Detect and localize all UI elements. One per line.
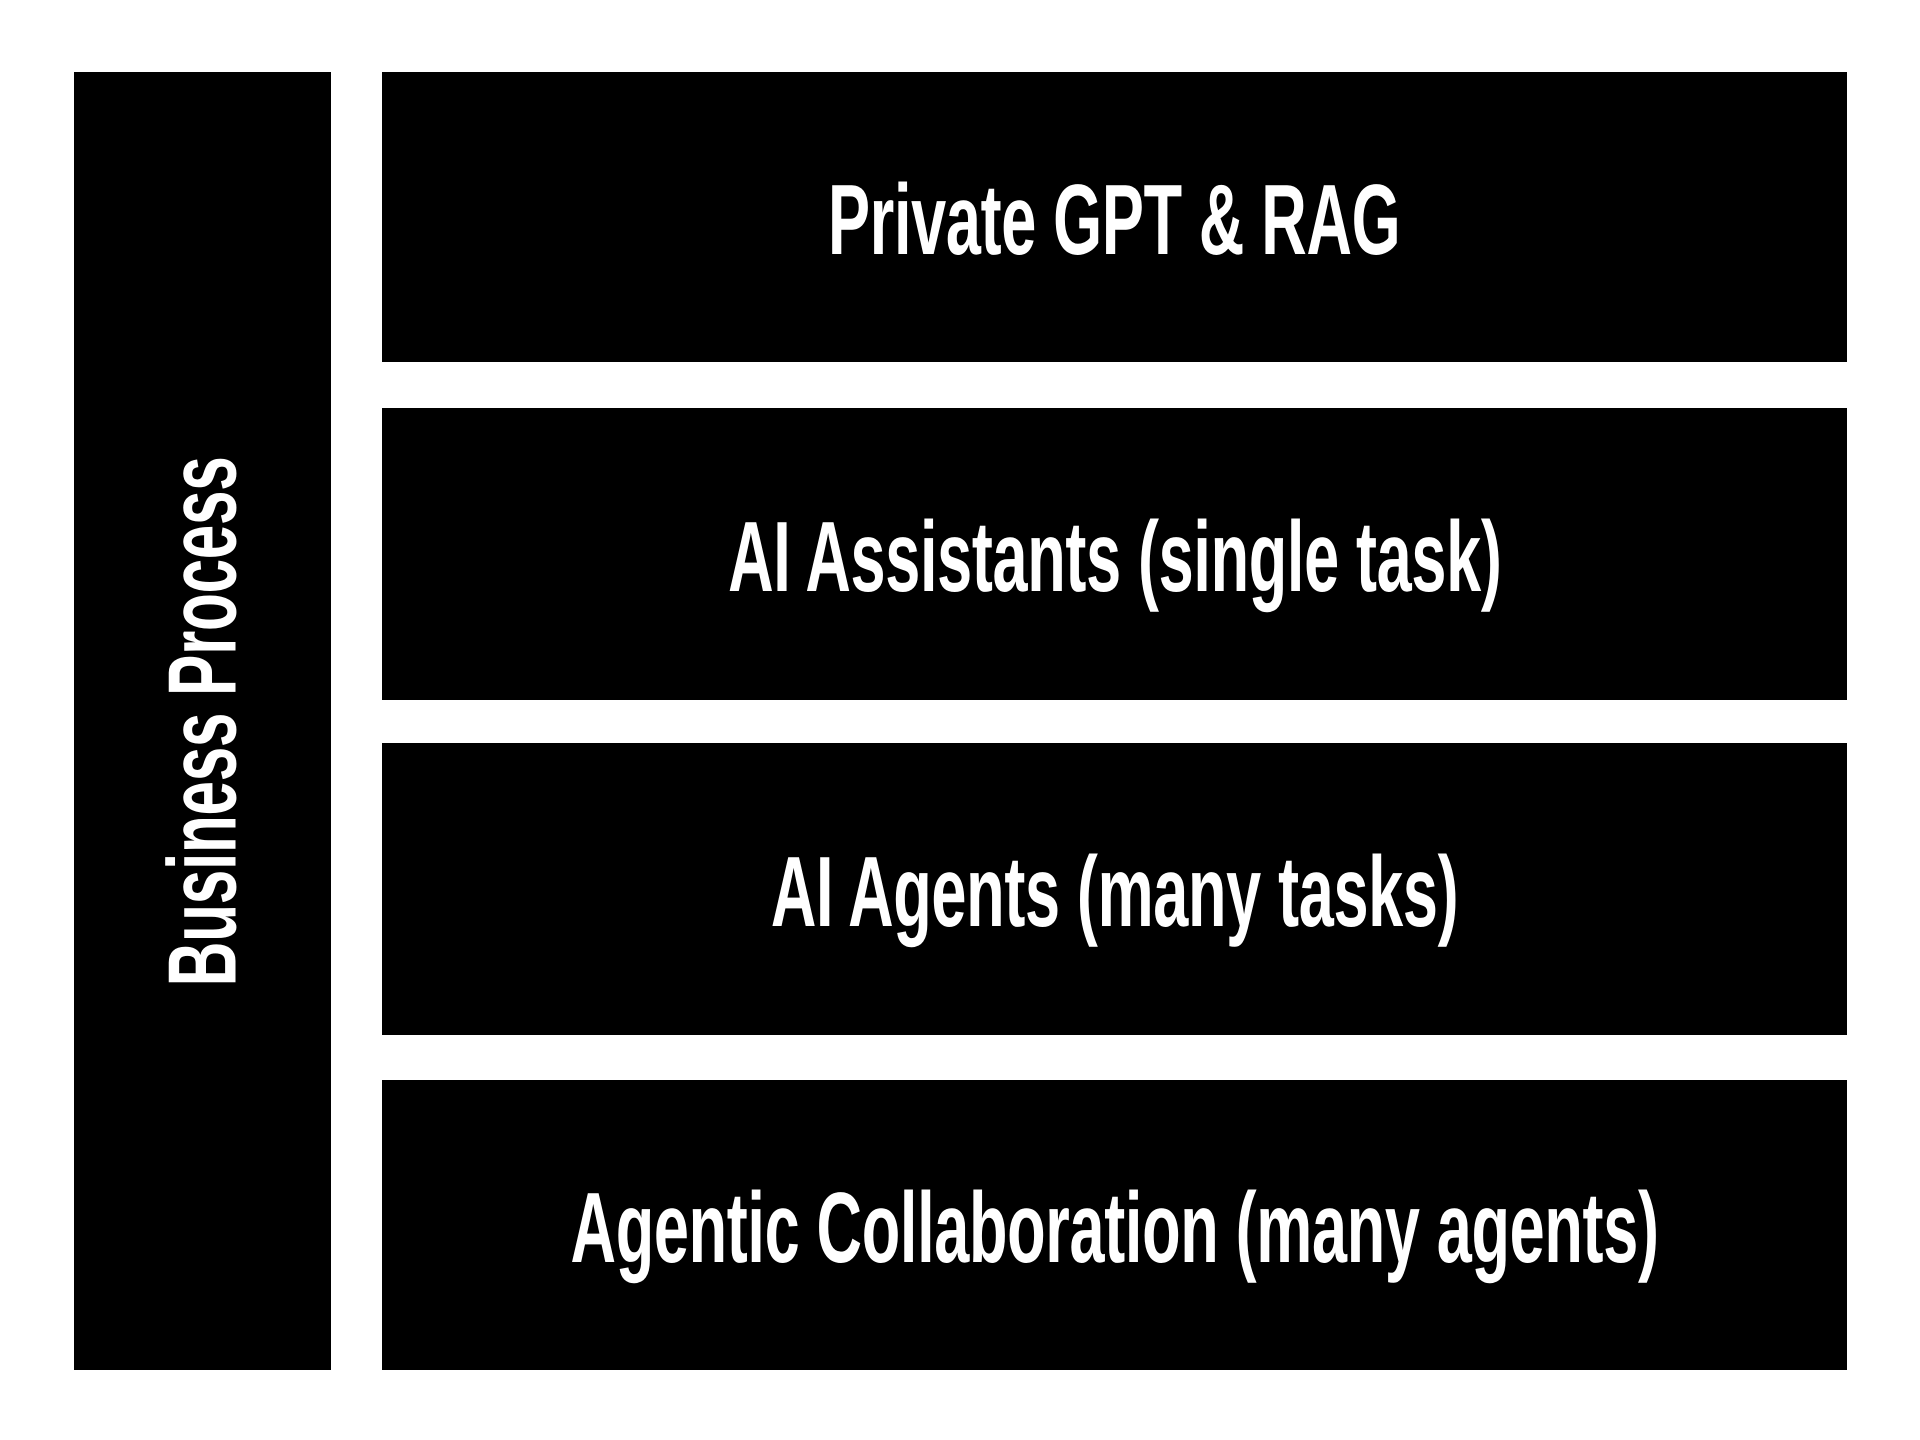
maturity-bar-label: Agentic Collaboration (many agents) bbox=[570, 1172, 1659, 1284]
maturity-bar-ai-assistants[interactable]: AI Assistants (single task) bbox=[382, 408, 1847, 700]
maturity-bar-private-gpt-rag[interactable]: Private GPT & RAG bbox=[382, 72, 1847, 362]
maturity-bar-label: AI Assistants (single task) bbox=[727, 501, 1502, 613]
axis-label-business-process: Business Process bbox=[147, 456, 257, 986]
maturity-bar-label: AI Agents (many tasks) bbox=[770, 836, 1459, 948]
maturity-bar-ai-agents[interactable]: AI Agents (many tasks) bbox=[382, 743, 1847, 1035]
business-process-axis-band: Business Process bbox=[74, 72, 331, 1370]
maturity-bar-label: Private GPT & RAG bbox=[828, 164, 1401, 276]
maturity-bar-stack: Private GPT & RAG AI Assistants (single … bbox=[382, 72, 1847, 1370]
axis-band-inner: Business Process bbox=[74, 72, 331, 1370]
maturity-bar-agentic-collaboration[interactable]: Agentic Collaboration (many agents) bbox=[382, 1080, 1847, 1370]
